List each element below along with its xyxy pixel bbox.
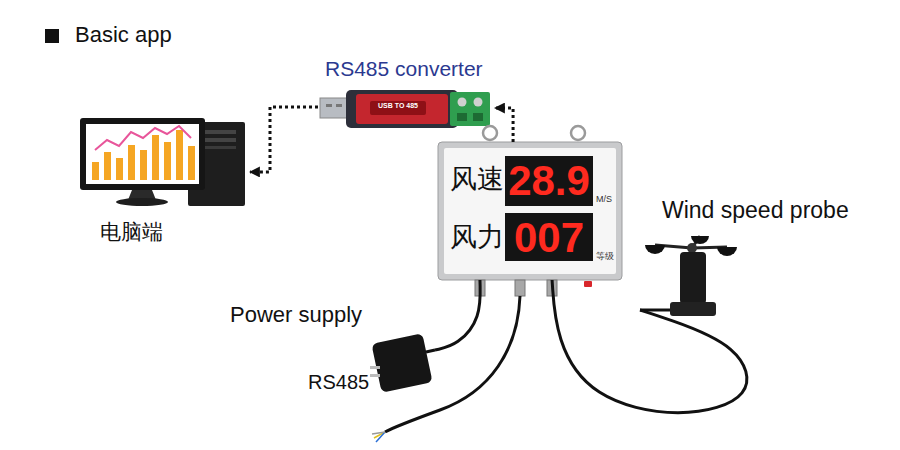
display-panel-illustration	[515, 280, 525, 296]
cable	[552, 280, 747, 413]
display-panel-illustration	[444, 148, 616, 274]
cable-label: RS485	[308, 371, 369, 394]
display-panel-illustration	[483, 126, 497, 140]
converter-label: RS485 converter	[325, 57, 483, 81]
wind-probe-illustration	[640, 236, 737, 316]
converter-illustration	[346, 90, 458, 128]
chart-bar	[140, 150, 147, 180]
display-panel-illustration	[571, 126, 585, 140]
chart-bar	[188, 146, 195, 180]
computer-illustration	[80, 118, 245, 206]
wind-probe-illustration	[717, 247, 737, 256]
converter-illustration	[473, 113, 483, 121]
computer-illustration	[86, 124, 199, 184]
converter-illustration	[474, 98, 483, 107]
converter-illustration	[356, 94, 448, 124]
computer-illustration	[200, 130, 236, 134]
wind-speed-probe: Wind speed probe	[640, 195, 880, 325]
converter-illustration	[370, 101, 426, 115]
converter-illustration	[326, 104, 332, 107]
wind-probe-illustration	[687, 243, 697, 253]
converter-illustration	[336, 104, 342, 107]
title-bullet	[45, 29, 59, 43]
display-panel-illustration	[438, 126, 622, 296]
rs485-converter: RS485 converterUSB TO 485	[318, 55, 495, 133]
computer-illustration	[200, 138, 236, 142]
chart-bar	[164, 142, 171, 180]
chart-bar	[104, 152, 111, 180]
wind-probe-illustration	[680, 252, 706, 304]
signal-arrow	[495, 108, 513, 142]
device-marking: USB TO 485	[370, 102, 426, 110]
led-reading: 007	[505, 217, 593, 259]
display-panel-illustration	[584, 281, 592, 287]
chart-line	[95, 126, 191, 150]
computer-label: 电脑端	[100, 220, 163, 244]
display-panel-illustration	[438, 142, 622, 280]
chart-bar	[116, 158, 123, 180]
unit-label: 等级	[596, 251, 614, 261]
wind-probe-illustration	[691, 236, 709, 244]
signal-arrow	[250, 107, 318, 172]
computer: 电脑端	[75, 112, 250, 247]
unit-label: M/S	[596, 194, 612, 204]
power-adapter-illustration	[426, 350, 435, 352]
cable	[435, 280, 480, 350]
power-adapter-illustration	[371, 333, 432, 393]
title: Basic app	[75, 22, 172, 47]
chart-bar	[92, 162, 99, 180]
rs485-cable	[385, 296, 520, 432]
probe-label: Wind speed probe	[662, 197, 849, 223]
power-adapter-illustration	[370, 366, 380, 369]
rs485-cable	[372, 296, 520, 442]
display-panel: 风速28.9M/S 风力007等级	[438, 142, 622, 280]
row-title: 风力	[450, 222, 504, 253]
led-reading: 28.9	[505, 160, 593, 202]
wind-probe-illustration	[645, 245, 665, 254]
converter-illustration	[458, 98, 467, 107]
chart-bar	[176, 130, 183, 180]
computer-illustration	[80, 118, 205, 190]
computer-illustration	[116, 198, 168, 206]
converter-illustration	[320, 98, 348, 118]
converter-illustration	[320, 90, 490, 128]
wind-probe-illustration	[670, 302, 716, 316]
rs485-cable	[372, 432, 385, 434]
chart-bar	[152, 135, 159, 180]
chart-bar	[128, 145, 135, 180]
display-panel-illustration	[505, 213, 593, 261]
computer-illustration	[200, 146, 236, 149]
row-title: 风速	[450, 164, 504, 195]
converter-illustration	[457, 113, 467, 121]
power-adapter-illustration	[370, 374, 380, 377]
power-label: Power supply	[230, 302, 362, 327]
display-panel-illustration	[505, 156, 593, 206]
converter-illustration	[450, 92, 490, 126]
power-adapter-illustration	[370, 333, 435, 393]
